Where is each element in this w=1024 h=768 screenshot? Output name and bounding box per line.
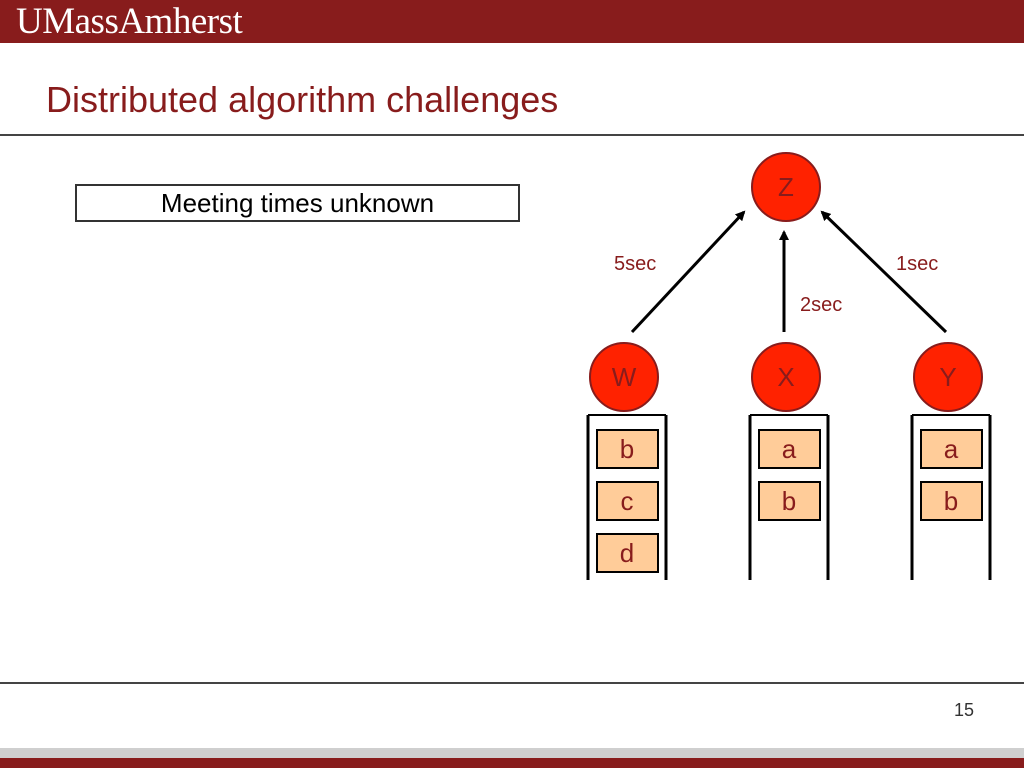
header-bar: UMassAmherst <box>0 0 1024 43</box>
edge-label-x: 2sec <box>800 294 842 316</box>
queue-w-item <box>596 481 659 521</box>
queue-y-item-label: b <box>944 486 958 516</box>
queue-x-item-label: a <box>782 434 797 464</box>
queue-w-item-label: b <box>620 434 634 464</box>
edge-label-y: 1sec <box>896 253 938 275</box>
page-number: 15 <box>953 700 974 720</box>
node-y-label: Y <box>939 362 956 392</box>
queue-y-item-label: a <box>944 434 959 464</box>
queue-w-item-label: c <box>621 486 634 516</box>
queue-y <box>910 414 992 580</box>
node-x-label: X <box>777 362 794 392</box>
edge-w-to-z <box>630 210 746 334</box>
queue-y-item <box>920 429 983 469</box>
footer-divider <box>0 682 1024 684</box>
queue-y-item <box>920 481 983 521</box>
queue-w-item <box>596 429 659 469</box>
node-z-label: Z <box>778 172 794 202</box>
queue-x-item-label: b <box>782 486 796 516</box>
queue-w-item-label: d <box>620 538 634 568</box>
queue-x <box>748 414 830 580</box>
callout-box: Meeting times unknown <box>75 184 520 222</box>
footer-band-light <box>0 748 1024 758</box>
queue-w <box>586 414 668 580</box>
queue-x-item <box>758 429 821 469</box>
title-divider <box>0 134 1024 136</box>
node-w-label: W <box>612 362 637 392</box>
edge-label-w: 5sec <box>614 253 656 275</box>
queue-x-item <box>758 481 821 521</box>
node-x <box>751 342 821 412</box>
slide-title: Distributed algorithm challenges <box>46 79 559 120</box>
edge-y-to-z <box>820 210 948 334</box>
footer-band-dark <box>0 758 1024 768</box>
node-w <box>589 342 659 412</box>
node-z <box>751 152 821 222</box>
node-y <box>913 342 983 412</box>
queue-w-item <box>596 533 659 573</box>
umass-logo: UMassAmherst <box>16 1 243 42</box>
